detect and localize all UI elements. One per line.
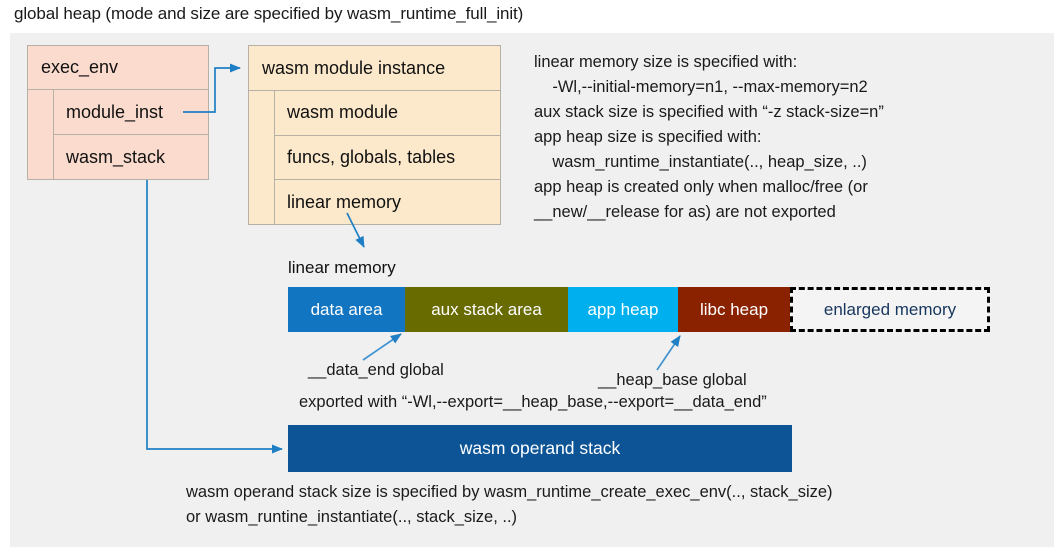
- module-instance-row-linear-memory: linear memory: [287, 191, 402, 212]
- wasm-operand-stack-label: wasm operand stack: [459, 438, 621, 458]
- memory-segment-libc-heap: libc heap: [678, 287, 790, 332]
- exec-env-rows: module_inst wasm_stack: [54, 90, 208, 179]
- memory-segment-app-heap: app heap: [568, 287, 678, 332]
- exec-env-box: exec_env module_inst wasm_stack: [27, 45, 209, 180]
- memory-segment-enlarged-memory: enlarged memory: [790, 287, 990, 332]
- memory-segment-label: app heap: [587, 299, 659, 319]
- module-instance-gutter: [249, 91, 275, 224]
- module-instance-header: wasm module instance: [249, 46, 500, 91]
- exec-env-row-module-inst: module_inst: [54, 90, 208, 135]
- operand-stack-note: wasm operand stack size is specified by …: [186, 483, 833, 526]
- memory-segment-aux-stack-area: aux stack area: [405, 287, 568, 332]
- module-instance-body: wasm module funcs, globals, tables linea…: [249, 91, 500, 224]
- memory-segment-label: libc heap: [699, 299, 769, 319]
- memory-segment-label: aux stack area: [431, 299, 542, 319]
- exec-env-header: exec_env: [28, 46, 208, 90]
- memory-segment-label: enlarged memory: [823, 299, 957, 319]
- memory-segment-data-area: data area: [288, 287, 405, 332]
- globals-annotation-group: __data_end global __heap_base global exp…: [180, 358, 1015, 483]
- exported-with-label: exported with “-Wl,--export=__heap_base,…: [299, 393, 767, 411]
- module-instance-row-wasm-module: wasm module: [275, 91, 500, 136]
- exec-env-body: module_inst wasm_stack: [28, 90, 208, 179]
- data-end-global-label: __data_end global: [308, 361, 444, 379]
- wasm-module-instance-box: wasm module instance wasm module funcs, …: [248, 45, 501, 225]
- diagram-title: global heap (mode and size are specified…: [14, 4, 524, 23]
- exec-env-gutter: [28, 90, 54, 179]
- exec-env-row-wasm-stack: wasm_stack: [66, 146, 166, 167]
- memory-segment-label: data area: [310, 299, 383, 319]
- heap-base-global-label: __heap_base global: [598, 371, 747, 389]
- linear-memory-bar-label: linear memory: [288, 258, 396, 277]
- linear-memory-bar: data area aux stack area app heap libc heap…: [288, 287, 990, 332]
- module-instance-row-funcs-globals-tables: funcs, globals, tables: [275, 136, 500, 181]
- module-instance-rows: wasm module funcs, globals, tables linea…: [275, 91, 500, 224]
- wasm-operand-stack-box: wasm operand stack: [288, 425, 792, 472]
- linear-memory-note: linear memory size is specified with: -W…: [534, 53, 884, 221]
